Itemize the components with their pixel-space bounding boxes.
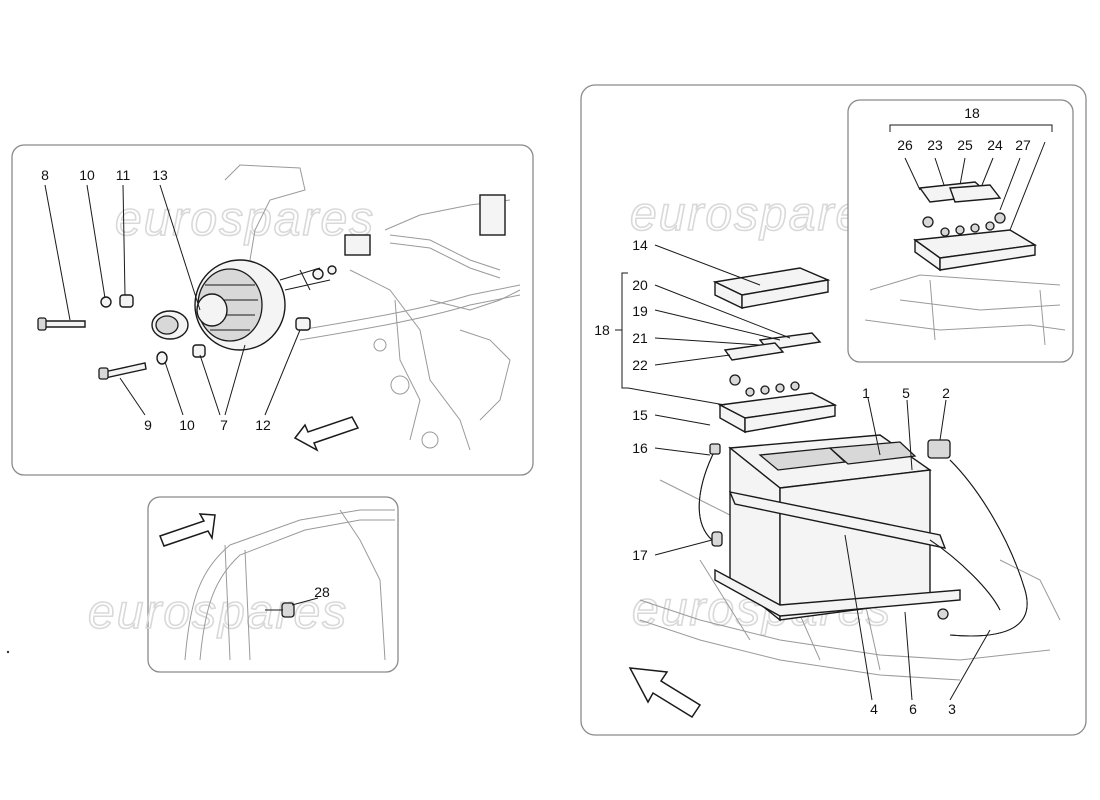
callout-10-bottom: 10 xyxy=(179,417,195,433)
callout-14: 14 xyxy=(632,237,648,253)
callout-13: 13 xyxy=(152,167,168,183)
callout-21: 21 xyxy=(632,330,648,346)
callout-6: 6 xyxy=(909,701,917,717)
callout-3: 3 xyxy=(948,701,956,717)
callout-18-detail: 18 xyxy=(964,105,980,121)
callout-9: 9 xyxy=(144,417,152,433)
callout-17: 17 xyxy=(632,547,648,563)
orientation-arrow-icon xyxy=(159,513,216,547)
callout-12: 12 xyxy=(255,417,271,433)
callout-11: 11 xyxy=(116,167,131,183)
callout-4: 4 xyxy=(870,701,878,717)
sensor-panel: eurospares 28 xyxy=(87,496,399,673)
callout-22: 22 xyxy=(632,357,648,373)
callout-18: 18 xyxy=(594,322,610,338)
watermark-text: eurospares xyxy=(115,193,375,246)
callout-23: 23 xyxy=(927,137,943,153)
callout-5: 5 xyxy=(902,385,910,401)
orientation-arrow-icon xyxy=(293,416,360,452)
callout-15: 15 xyxy=(632,407,648,423)
callout-24: 24 xyxy=(987,137,1003,153)
callout-8: 8 xyxy=(41,167,49,183)
stray-dot xyxy=(6,650,10,654)
callout-20: 20 xyxy=(632,277,648,293)
callout-25: 25 xyxy=(957,137,973,153)
battery-panel: eurospares eurospares 18 xyxy=(580,84,1087,736)
callout-16: 16 xyxy=(632,440,648,456)
callout-1: 1 xyxy=(862,385,870,401)
watermark-text: eurospares xyxy=(88,586,348,639)
watermark-text: eurospares xyxy=(630,188,890,241)
callout-28: 28 xyxy=(314,584,330,600)
orientation-arrow-icon xyxy=(628,667,702,719)
callout-26: 26 xyxy=(897,137,913,153)
callout-27: 27 xyxy=(1015,137,1031,153)
callout-7: 7 xyxy=(220,417,228,433)
alternator-panel: eurospares xyxy=(11,144,534,476)
callout-10-top: 10 xyxy=(79,167,95,183)
terminal-detail-inset: 18 26 23 25 24 27 xyxy=(847,99,1074,363)
callout-2: 2 xyxy=(942,385,950,401)
callout-19: 19 xyxy=(632,303,648,319)
